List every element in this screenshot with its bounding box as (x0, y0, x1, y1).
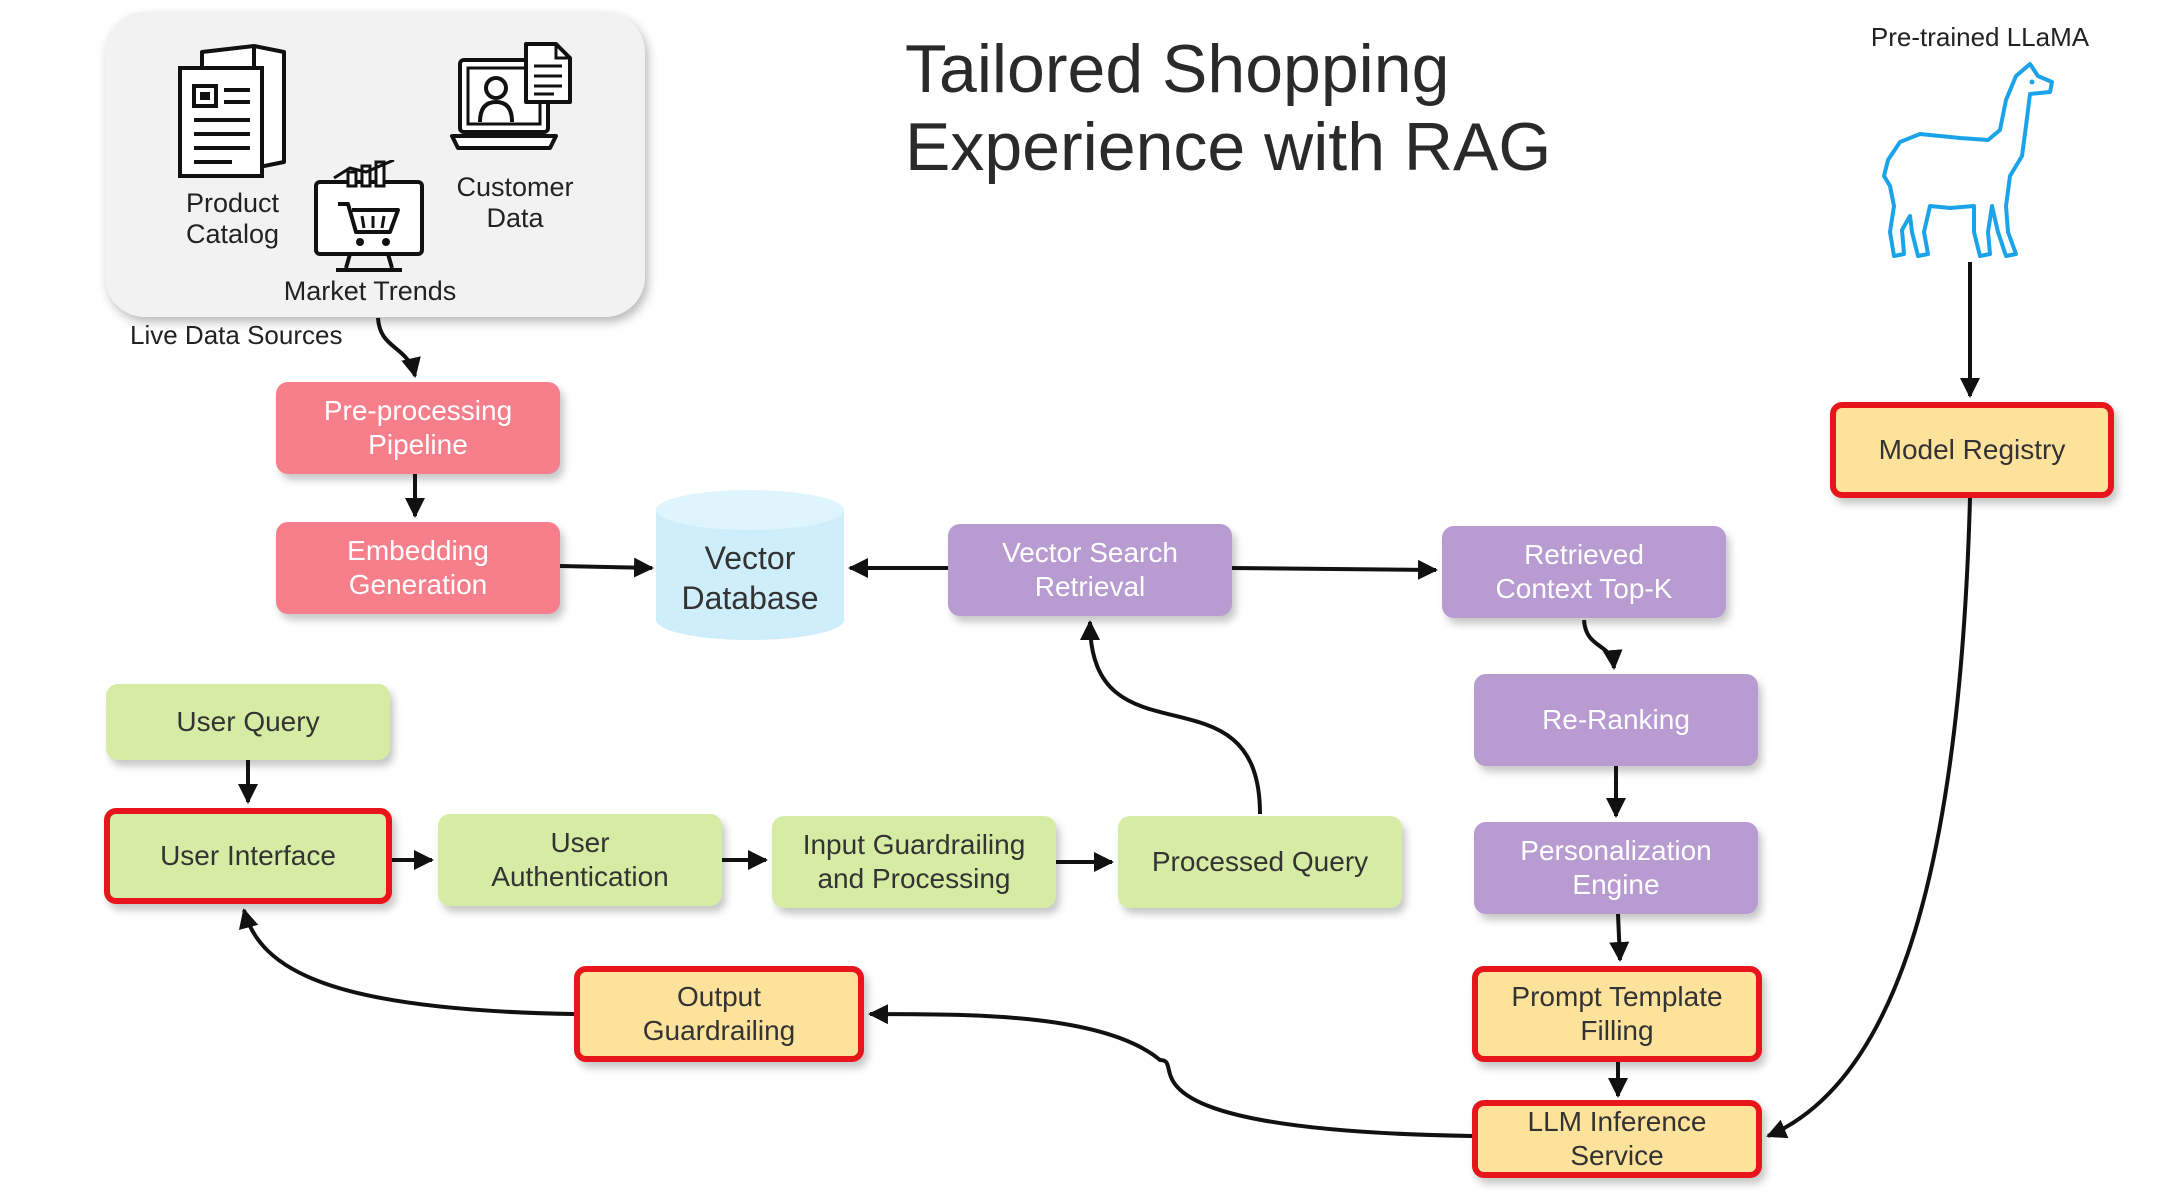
product-catalog-label: Product Catalog (185, 188, 280, 249)
vector-database-label: Vector Database (681, 540, 819, 616)
user-query-box: User Query (106, 684, 390, 760)
arrow-registry-to-llm (1766, 497, 1972, 1139)
personalization-engine-box: Personalization Engine (1474, 822, 1758, 914)
database-cylinder-icon (656, 490, 844, 640)
shopping-cart-monitor-icon (314, 160, 424, 272)
arrow-personalization-to-prompt (1609, 913, 1630, 962)
input-guardrailing-box: Input Guardrailing and Processing (772, 816, 1056, 908)
model-registry-box: Model Registry (1830, 402, 2114, 498)
arrow-embedding-to-database (559, 557, 654, 578)
arrow-context-to-reranking (1582, 619, 1623, 670)
prompt-template-filling-box: Prompt Template Filling (1472, 966, 1762, 1062)
laptop-user-icon (450, 42, 572, 150)
diagram-title: Tailored Shopping Experience with RAG (905, 31, 1552, 185)
output-guardrailing-box: Output Guardrailing (574, 966, 864, 1062)
arrow-sources-to-preprocessing (376, 317, 421, 378)
vector-search-retrieval-box: Vector Search Retrieval (948, 524, 1232, 616)
llama-icon (1882, 62, 2054, 258)
llm-inference-service-box: LLM Inference Service (1472, 1100, 1762, 1178)
re-ranking-box: Re-Ranking (1474, 674, 1758, 766)
arrow-output-to-ui (238, 908, 575, 1016)
processed-query-box: Processed Query (1118, 816, 1402, 908)
arrow-processed-to-search (1080, 620, 1262, 815)
retrieved-context-box: Retrieved Context Top-K (1442, 526, 1726, 618)
live-data-sources-caption: Live Data Sources (130, 320, 343, 350)
embedding-generation-box: Embedding Generation (276, 522, 560, 614)
customer-data-label: Customer Data (456, 172, 574, 233)
arrow-search-to-context (1231, 559, 1438, 580)
llama-label: Pre-trained LLaMA (1870, 22, 2090, 52)
arrow-llm-to-output (868, 1004, 1473, 1138)
user-authentication-box: User Authentication (438, 814, 722, 906)
document-icon (178, 44, 286, 178)
market-trends-label: Market Trends (283, 276, 457, 306)
preprocessing-pipeline-box: Pre-processing Pipeline (276, 382, 560, 474)
user-interface-box: User Interface (104, 808, 392, 904)
